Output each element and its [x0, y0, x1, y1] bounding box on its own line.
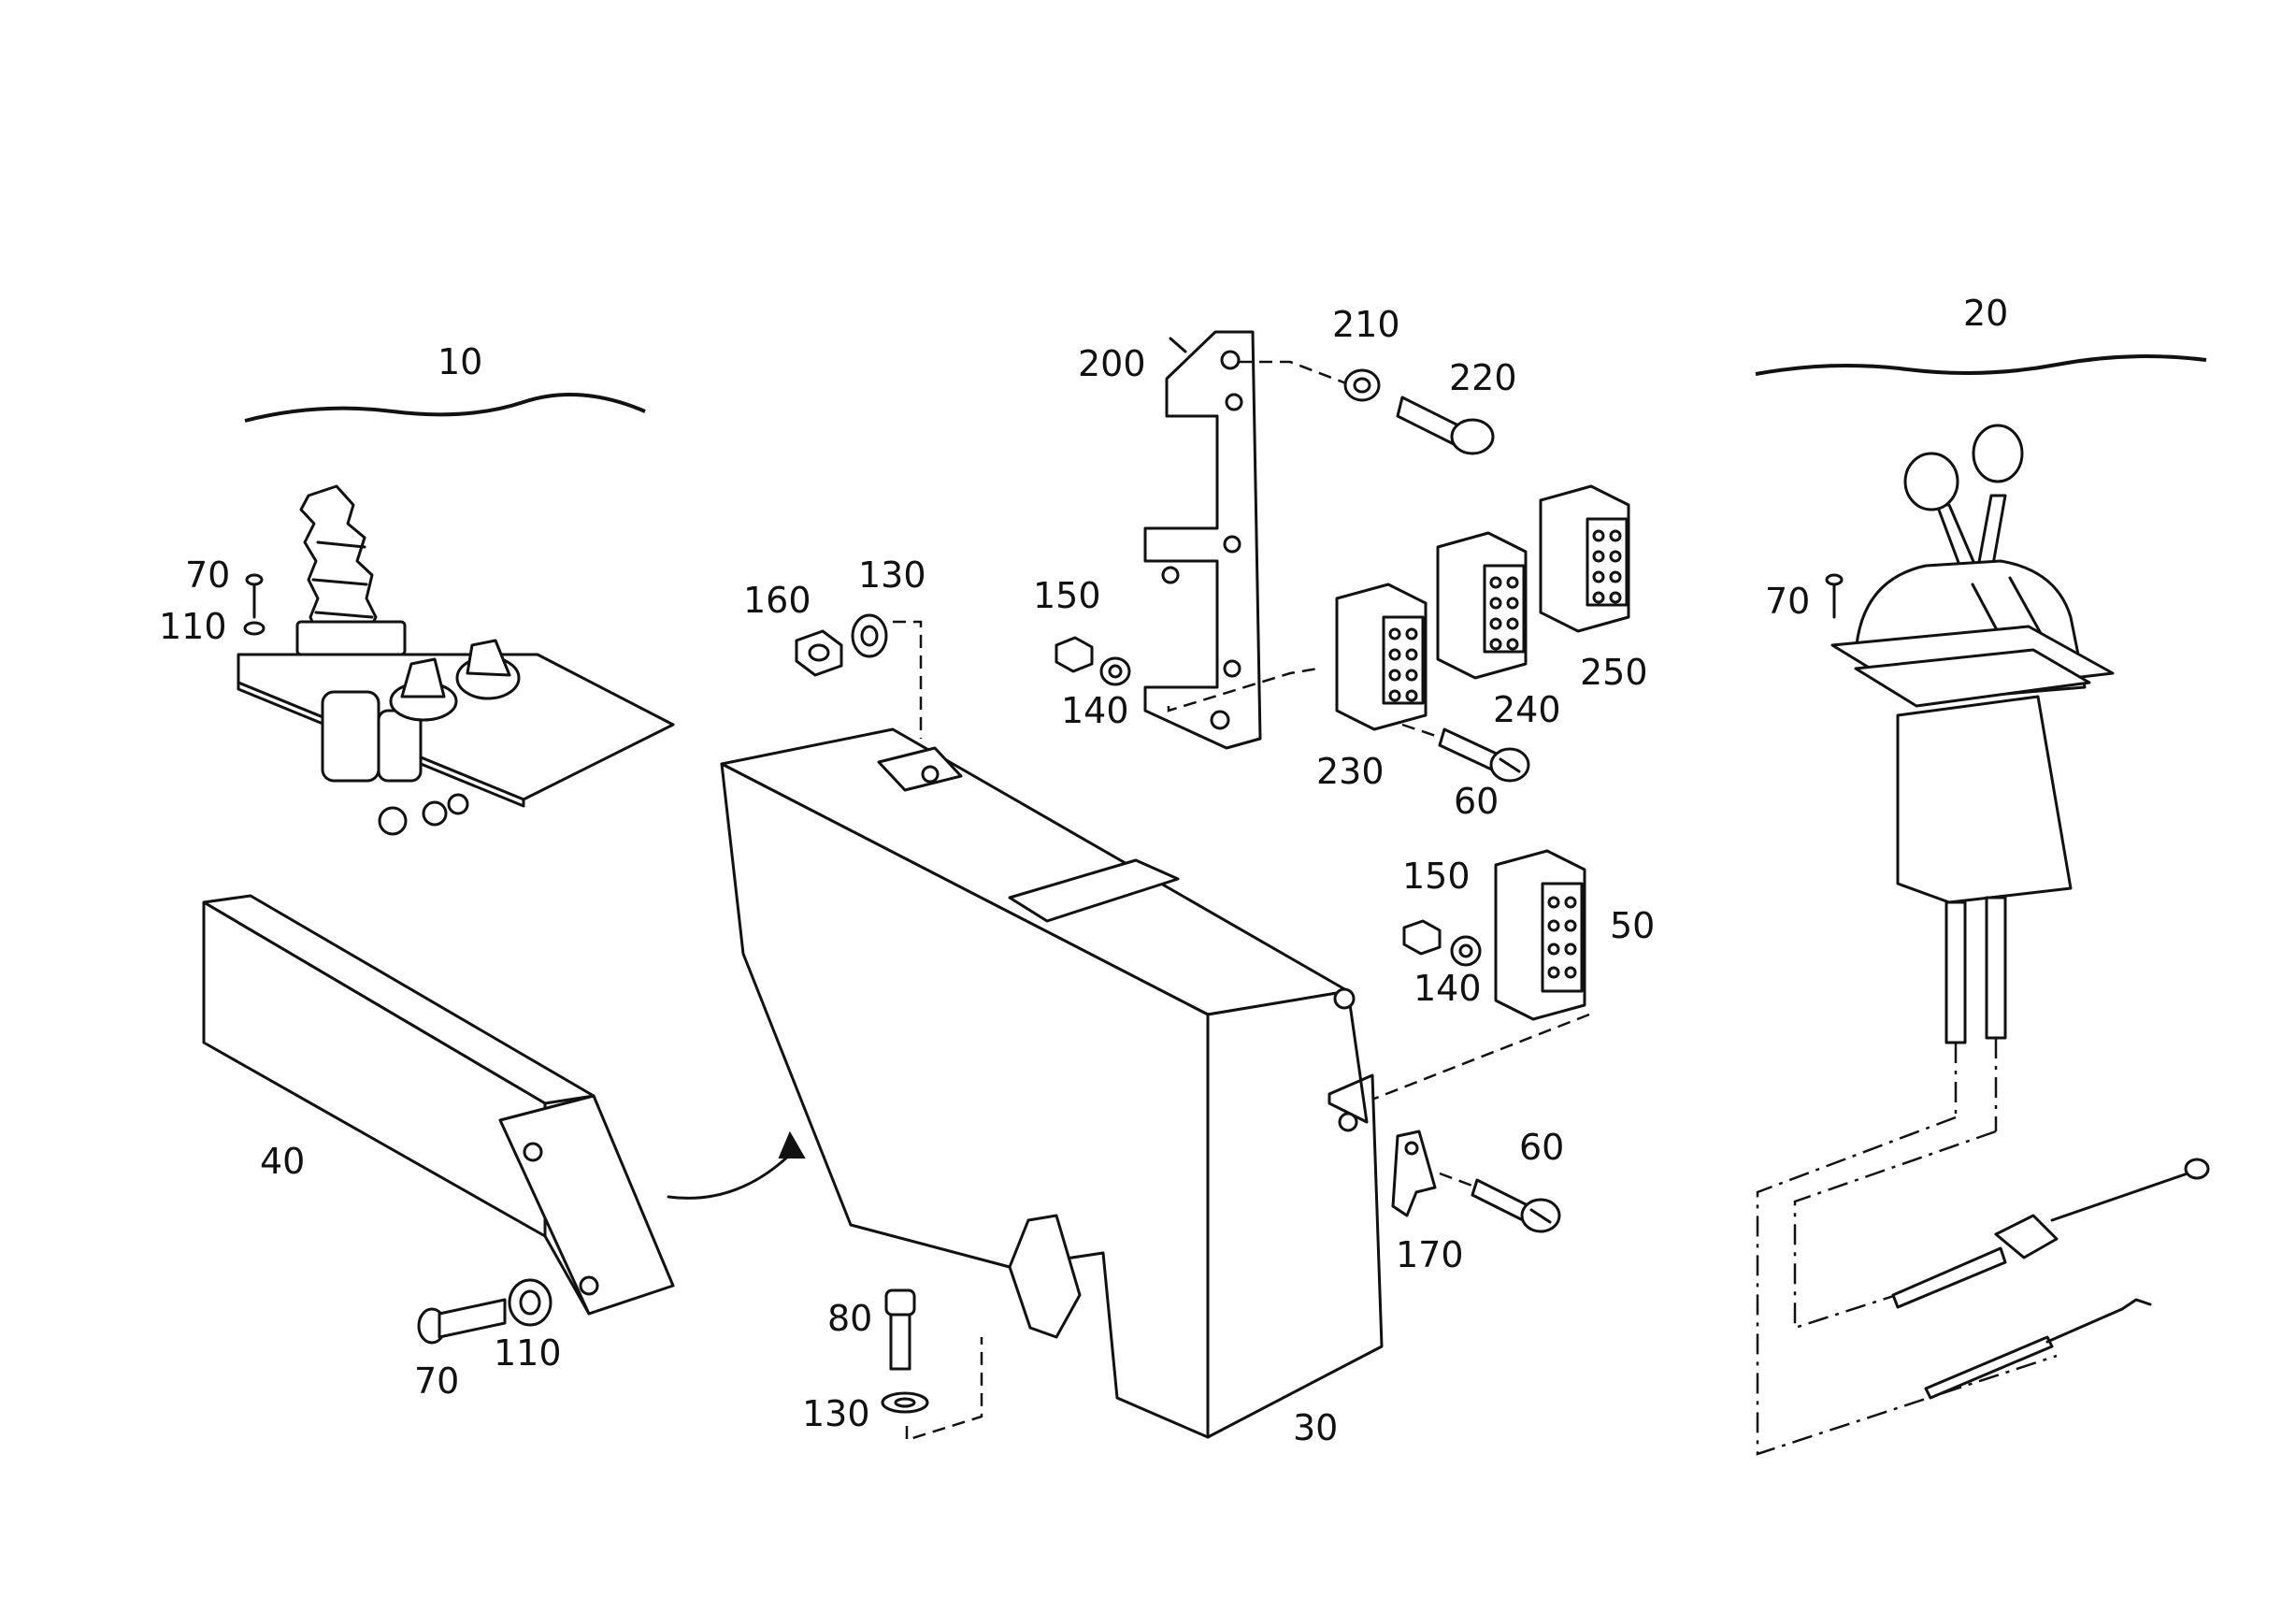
callout-140-upper: 140	[1061, 690, 1129, 731]
callout-labels: 10 20 30 40 50 60 60 70 70 70 80 110 110…	[159, 293, 2008, 1448]
callout-10: 10	[438, 341, 482, 382]
callout-250: 250	[1580, 652, 1648, 693]
callout-20: 20	[1963, 293, 2008, 334]
callout-160: 160	[743, 580, 811, 621]
connector-230	[1335, 583, 1428, 731]
callout-210: 210	[1332, 304, 1400, 345]
callout-150-lower: 150	[1402, 856, 1471, 897]
callout-50: 50	[1610, 905, 1655, 946]
callout-170: 170	[1396, 1234, 1464, 1275]
callout-110-panel: 110	[159, 606, 227, 647]
connector-blocks	[1335, 484, 1630, 783]
connector-240	[1436, 531, 1528, 680]
callout-70-panel: 70	[185, 554, 230, 596]
joystick-control-panel	[237, 393, 675, 836]
callout-130-lower: 130	[802, 1393, 870, 1434]
mounting-plate	[1055, 330, 1495, 750]
callout-240: 240	[1493, 689, 1561, 730]
callout-110-bracket: 110	[494, 1332, 562, 1374]
callout-130-upper: 130	[858, 554, 926, 596]
callout-60-upper: 60	[1454, 781, 1499, 822]
callout-60-lower: 60	[1519, 1127, 1564, 1168]
callout-70-bracket: 70	[414, 1360, 459, 1402]
callout-140-lower: 140	[1413, 968, 1482, 1009]
callout-220: 220	[1449, 357, 1517, 398]
dual-lever-control	[1755, 354, 2210, 1456]
console-housing	[720, 613, 1384, 1442]
connector-50-group	[1373, 849, 1590, 1233]
callout-150-upper: 150	[1033, 575, 1101, 616]
callout-30: 30	[1293, 1407, 1338, 1448]
connector-250	[1539, 484, 1630, 633]
callout-230: 230	[1316, 751, 1385, 792]
callout-200: 200	[1078, 343, 1146, 384]
callout-40: 40	[260, 1141, 305, 1182]
support-bracket	[202, 894, 806, 1345]
callout-80: 80	[827, 1298, 872, 1339]
callout-70-lever: 70	[1765, 581, 1810, 622]
